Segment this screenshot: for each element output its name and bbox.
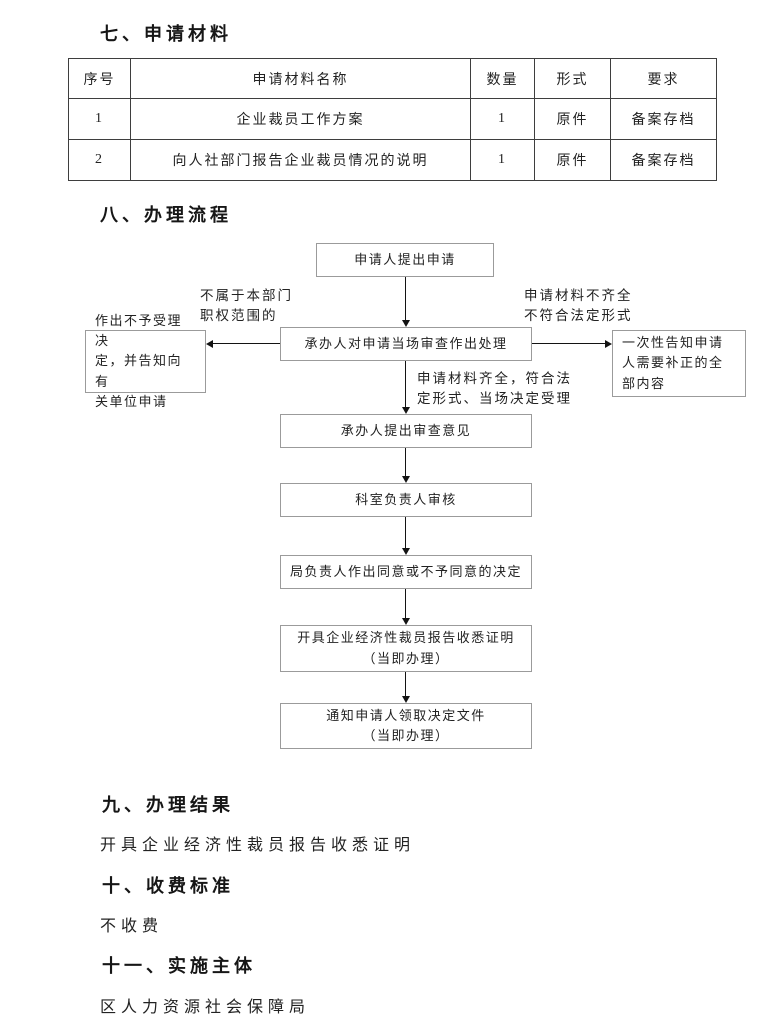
fee-text: 不收费: [100, 918, 164, 935]
cell-quantity: 1: [470, 98, 535, 140]
arrow-down-icon: [401, 277, 410, 327]
flow-node-onsite-review: 承办人对申请当场审查作出处理: [280, 327, 532, 361]
result-text: 开具企业经济性裁员报告收悉证明: [100, 837, 416, 854]
flow-node-notify-pickup: 通知申请人领取决定文件 （当即办理）: [280, 703, 532, 749]
col-header-material-name: 申请材料名称: [130, 58, 471, 99]
section-title-process: 八、办理流程: [100, 205, 232, 225]
flow-node-bureau-decision: 局负责人作出同意或不予同意的决定: [280, 555, 532, 589]
table-row: 2 向人社部门报告企业裁员情况的说明 1 原件 备案存档: [68, 139, 717, 181]
arrow-down-icon: [401, 361, 410, 414]
flow-node-reject: 作出不予受理决 定，并告知向有 关单位申请: [85, 313, 206, 409]
implementer-text: 区人力资源社会保障局: [100, 999, 311, 1016]
arrow-left-icon: [206, 339, 280, 348]
col-header-requirement: 要求: [610, 58, 717, 99]
materials-table: 序号 申请材料名称 数量 形式 要求 1 企业裁员工作方案 1 原件 备案存档 …: [68, 58, 717, 181]
col-header-quantity: 数量: [470, 58, 535, 99]
arrow-down-icon: [401, 517, 410, 555]
cell-quantity: 1: [470, 139, 535, 181]
cell-material-name: 企业裁员工作方案: [130, 98, 471, 140]
branch-label-accepted: 申请材料齐全，符合法 定形式、当场决定受理: [417, 371, 572, 407]
cell-requirement: 备案存档: [610, 98, 717, 140]
arrow-down-icon: [401, 589, 410, 625]
arrow-down-icon: [401, 672, 410, 703]
branch-label-incomplete-materials: 申请材料不齐全 不符合法定形式: [524, 288, 633, 324]
col-header-index: 序号: [68, 58, 131, 99]
cell-index: 1: [68, 98, 131, 140]
section-title-materials: 七、申请材料: [100, 24, 232, 44]
flow-node-review-opinion: 承办人提出审查意见: [280, 414, 532, 448]
section-title-implementer: 十一、实施主体: [102, 956, 256, 976]
cell-index: 2: [68, 139, 131, 181]
table-row: 1 企业裁员工作方案 1 原件 备案存档: [68, 98, 717, 140]
cell-requirement: 备案存档: [610, 139, 717, 181]
table-header-row: 序号 申请材料名称 数量 形式 要求: [68, 58, 717, 99]
branch-label-out-of-scope: 不属于本部门 职权范围的: [200, 288, 293, 324]
cell-form: 原件: [534, 98, 611, 140]
flow-node-section-chief-review: 科室负责人审核: [280, 483, 532, 517]
cell-material-name: 向人社部门报告企业裁员情况的说明: [130, 139, 471, 181]
arrow-down-icon: [401, 448, 410, 483]
flow-node-issue-certificate: 开具企业经济性裁员报告收悉证明 （当即办理）: [280, 625, 532, 672]
flow-node-notify-correction: 一次性告知申请 人需要补正的全 部内容: [612, 330, 746, 397]
section-title-fee: 十、收费标准: [102, 876, 234, 896]
section-title-result: 九、办理结果: [102, 795, 234, 815]
cell-form: 原件: [534, 139, 611, 181]
col-header-form: 形式: [534, 58, 611, 99]
arrow-right-icon: [532, 339, 612, 348]
flow-node-start: 申请人提出申请: [316, 243, 494, 277]
